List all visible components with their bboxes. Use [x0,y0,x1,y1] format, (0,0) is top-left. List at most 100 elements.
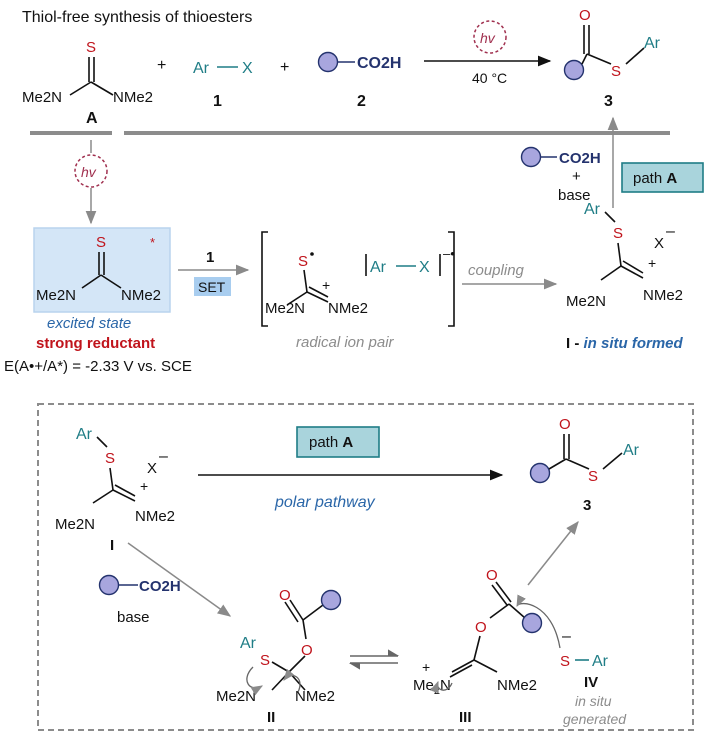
set-badge [194,277,231,296]
temperature-label: 40 °C [472,70,507,86]
pIV-s: S [560,653,570,670]
polar-pathway-label: polar pathway [274,494,376,511]
light-icon-2 [74,154,108,188]
pAcid-co2h: CO2H [139,578,181,595]
radical-nme2-left: Me2N [265,300,305,317]
radical-s: S [298,253,308,270]
intermediate-II: Ar S O O Me2N NMe2 II [216,587,342,726]
label-3: 3 [583,497,591,514]
path-A-bottom-label: path A [309,434,353,451]
pII-o: O [301,642,313,659]
intermediate-I: Ar S + X – Me2N NMe2 [566,201,683,310]
p3-s: S [588,468,598,485]
reagent-2-label: 2 [357,93,366,110]
int-I-x-charge: – [666,223,675,240]
product-3-label: 3 [604,93,613,110]
plus-sign-2: + [280,59,289,76]
pI-plus: + [140,478,148,494]
label-IV: IV [584,674,598,691]
polar-acid-base: CO2H base [98,574,181,626]
pIII-o: O [475,619,487,636]
aryl-ar: Ar [193,60,210,77]
polar-intermediate-I: Ar S + X – Me2N NMe2 I [55,426,175,554]
pIII-nme2-right: NMe2 [497,677,537,694]
set-reagent-1: 1 [206,249,214,266]
excited-state-box [33,227,171,313]
pII-nme2-right: NMe2 [295,688,335,705]
int-I-ar: Ar [584,201,601,218]
pII-o-carbonyl: O [279,587,291,604]
pI-ar: Ar [76,426,93,443]
mech-plus: + [572,168,581,185]
pI-x: X [147,460,157,477]
mech-acid-co2h: CO2H [559,150,601,167]
int-I-nme2-right: NMe2 [643,287,683,304]
pI-s: S [105,450,115,467]
aryl-x: X [242,60,253,77]
aryl-halide-radical-anion: Ar X –• [365,246,455,276]
excited-state-label: excited state [47,315,131,332]
arrow-I-to-II [127,542,232,617]
anion-ar: Ar [370,259,387,276]
excited-nme2-right: NMe2 [121,287,161,304]
in-situ-label: in situ [575,693,612,709]
pI-x-charge: – [159,448,168,465]
label-II: II [267,709,275,726]
light-icon [473,20,507,54]
excited-s: S [96,234,106,251]
radical-ion-pair-label: radical ion pair [296,334,395,351]
int-I-nme2-left: Me2N [566,293,606,310]
thiolate-IV: – S Ar IV in situ generated [516,594,627,727]
reagent-1-label: 1 [213,93,222,110]
radical-cation: S + Me2N NMe2 [265,252,368,317]
acid-co2h: CO2H [357,55,401,72]
set-label: SET [198,279,226,295]
product-s: S [611,63,621,80]
reagent-A-label: A [86,110,98,127]
pI-nme2-right: NMe2 [135,508,175,525]
pIV-ar: Ar [592,653,609,670]
thiourea-nme2-right: NMe2 [113,89,153,106]
anion-charge: –• [443,246,455,261]
path-A-badge-bottom [296,426,380,458]
pBase: base [117,609,150,626]
pIII-plus: + [422,659,430,675]
excited-thiourea: S * Me2N NMe2 [36,234,161,304]
thioester-product-3: O S Ar 3 [563,7,661,110]
thiourea-A: S Me2N NMe2 A [22,39,153,127]
int-I-x: X [654,235,664,252]
product-o: O [579,7,591,24]
radical-plus: + [322,277,330,293]
pIV-minus: – [562,628,571,645]
reduction-potential: E(A•+/A*) = -2.33 V vs. SCE [4,358,192,375]
thiourea-s: S [86,39,96,56]
p3-ar: Ar [623,442,640,459]
generated-label: generated [563,711,627,727]
intermediate-III: O O + Me2N NMe2 III [413,567,543,726]
path-A-top-label: path A [633,170,677,187]
mech-base: base [558,187,591,204]
int-I-s: S [613,225,623,242]
plus-sign-1: + [157,57,166,74]
path-A-badge-top [621,162,704,193]
arrow-III-to-3 [527,520,579,586]
aryl-halide-1: Ar X 1 [193,60,253,110]
excited-nme2-left: Me2N [36,287,76,304]
label-III: III [459,709,472,726]
radical-nme2-right: NMe2 [328,300,368,317]
acid-base-reagents: CO2H + base [520,146,601,204]
pI-nme2-left: Me2N [55,516,95,533]
label-I: I [110,537,114,554]
pIII-nme2-left: Me2N [413,677,451,697]
pII-s: S [260,652,270,669]
int-I-plus: + [648,255,656,271]
hv-label-2: hv [81,164,97,180]
product-ar: Ar [644,35,661,52]
polar-product-3: O S Ar 3 [529,416,640,514]
p3-o: O [559,416,571,433]
carboxylic-acid-2: CO2H 2 [317,51,401,110]
pII-nme2-left: Me2N [216,688,256,705]
anion-x: X [419,259,430,276]
pII-ar: Ar [240,635,257,652]
